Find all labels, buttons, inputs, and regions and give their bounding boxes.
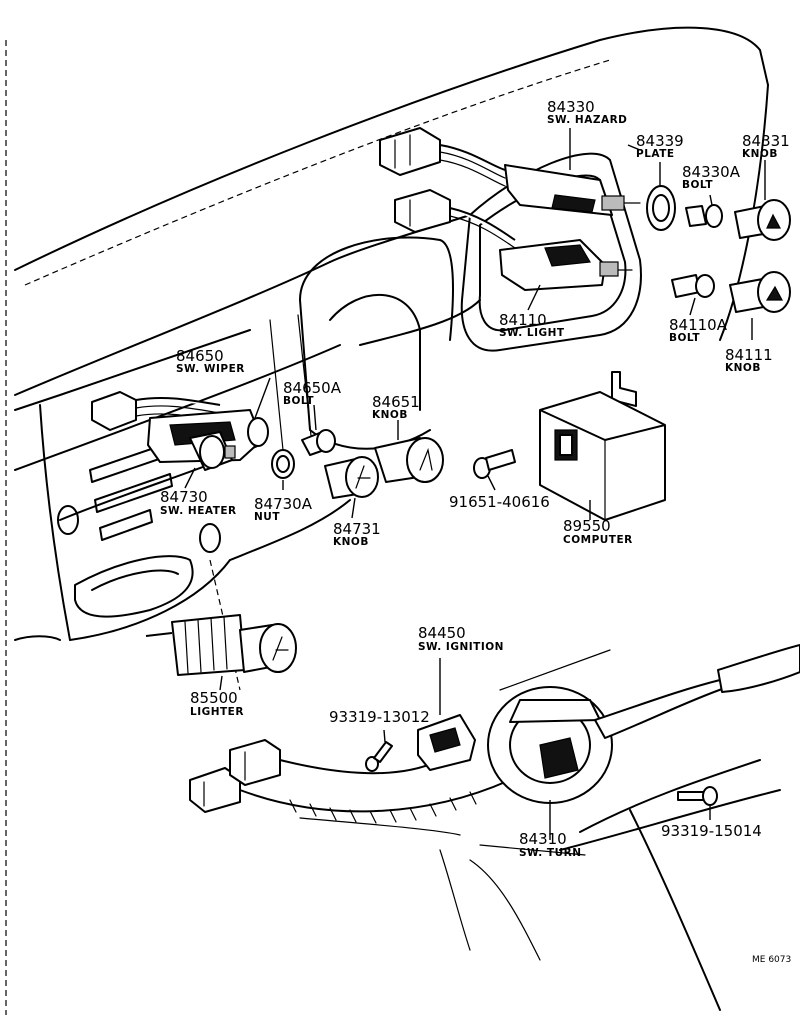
label-84110-id: 84110 (499, 311, 547, 329)
knob-84651 (374, 420, 444, 483)
knob-84111 (729, 271, 791, 340)
label-84730A-name: NUT (254, 511, 280, 523)
label-84310-id: 84310 (519, 830, 567, 848)
label-84111-name: KNOB (725, 362, 761, 374)
label-84651-id: 84651 (372, 393, 420, 411)
bolt-84110A (671, 274, 715, 316)
bolt-84650A (301, 404, 336, 456)
screw-93319-15014 (677, 786, 718, 820)
lighter-85500 (145, 614, 297, 691)
hazard-switch-assembly (379, 127, 641, 216)
label-84111-id: 84111 (725, 346, 773, 364)
label-84330A-name: BOLT (682, 179, 713, 191)
computer-89550 (539, 371, 666, 521)
drawing-code: ME 6073 (752, 955, 791, 965)
knob-84331 (734, 160, 791, 241)
part-labels: 84330 SW. HAZARD 84339 PLATE 84331 KNOB … (160, 98, 791, 965)
label-84110A-id: 84110A (669, 316, 728, 334)
nut-84730A (271, 449, 295, 490)
label-84330A-id: 84330A (682, 163, 741, 181)
label-84650-name: SW. WIPER (176, 363, 245, 375)
label-85500-name: LIGHTER (190, 706, 244, 718)
label-84331-name: KNOB (742, 148, 778, 160)
label-91651-40616-id: 91651-40616 (449, 493, 550, 511)
label-84650-id: 84650 (176, 347, 224, 365)
label-84730-name: SW. HEATER (160, 505, 237, 517)
label-84730-id: 84730 (160, 488, 208, 506)
ignition-and-turn-switch (189, 644, 800, 840)
label-93319-15014-id: 93319-15014 (661, 822, 762, 840)
label-84110A-name: BOLT (669, 332, 700, 344)
bolt-84330A (685, 194, 723, 228)
label-84331-id: 84331 (742, 132, 790, 150)
label-93319-13012-id: 93319-13012 (329, 708, 430, 726)
label-84339-id: 84339 (636, 132, 684, 150)
label-84310-name: SW. TURN (519, 847, 582, 859)
label-84330-id: 84330 (547, 98, 595, 116)
dashboard-panel (14, 26, 769, 641)
label-84730A-id: 84730A (254, 495, 313, 513)
label-85500-id: 85500 (190, 689, 238, 707)
knob-84731 (324, 456, 379, 519)
label-84650A-id: 84650A (283, 379, 342, 397)
light-switch-assembly (394, 189, 633, 311)
plate-84339 (627, 144, 676, 231)
label-89550-id: 89550 (563, 517, 611, 535)
label-84731-id: 84731 (333, 520, 381, 538)
wiper-switch-assembly (91, 377, 271, 463)
label-84110-name: SW. LIGHT (499, 327, 565, 339)
label-84650A-name: BOLT (283, 395, 314, 407)
label-84731-name: KNOB (333, 536, 369, 548)
label-84330-name: SW. HAZARD (547, 114, 627, 126)
screw-91651-40616 (473, 449, 516, 491)
screw-93319-13012 (365, 729, 393, 772)
label-84450-id: 84450 (418, 624, 466, 642)
steering-column-lines (299, 649, 781, 1011)
label-84339-name: PLATE (636, 148, 675, 160)
label-84450-name: SW. IGNITION (418, 641, 504, 653)
label-84651-name: KNOB (372, 409, 408, 421)
label-89550-name: COMPUTER (563, 534, 633, 546)
